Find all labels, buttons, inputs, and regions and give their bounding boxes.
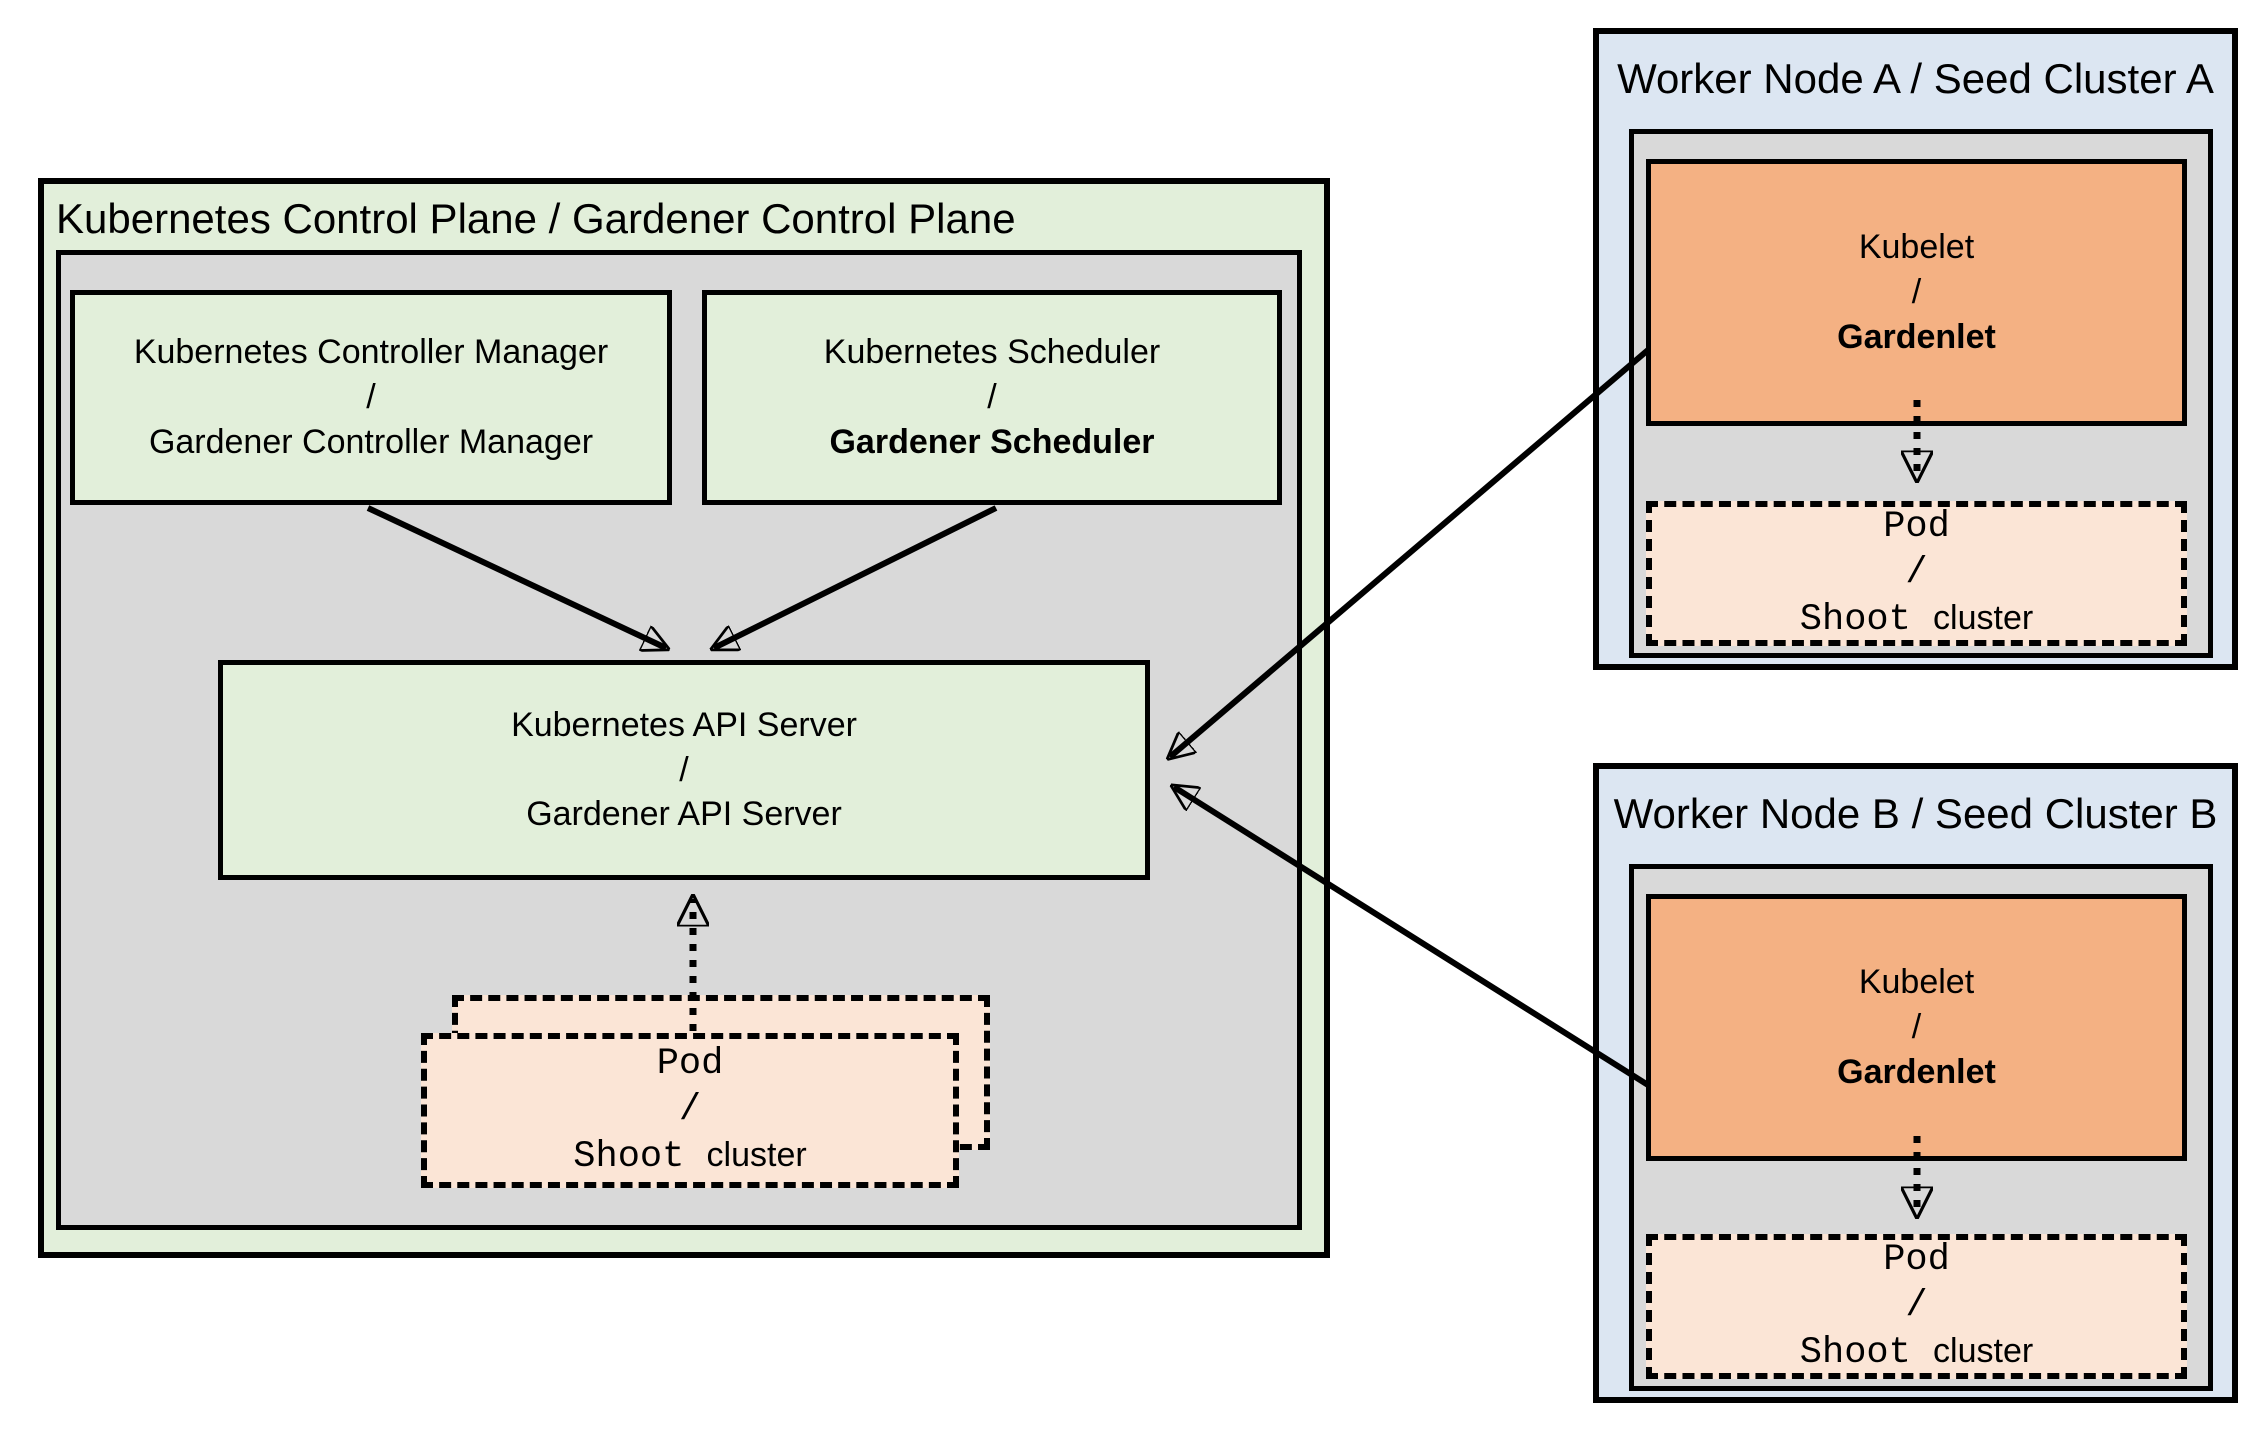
pod-stack-line1: Pod xyxy=(656,1043,724,1086)
scheduler-separator: / xyxy=(987,378,997,417)
kubelet-b-line2: Gardenlet xyxy=(1837,1052,1996,1091)
pod-b-line2-mono: Shoot xyxy=(1799,1331,1911,1374)
controller-manager-box: Kubernetes Controller Manager / Gardener… xyxy=(70,290,672,505)
pod-stack-line2: Shoot cluster xyxy=(573,1134,806,1180)
pod-b-box: Pod / Shoot cluster xyxy=(1646,1234,2187,1379)
pod-b-separator: / xyxy=(1905,1285,1928,1328)
kubelet-b-box: Kubelet / Gardenlet xyxy=(1646,894,2187,1161)
pod-b-line2-sans: cluster xyxy=(1933,1331,2034,1370)
kubelet-b-separator: / xyxy=(1911,1008,1922,1047)
api-server-box: Kubernetes API Server / Gardener API Ser… xyxy=(218,660,1150,880)
api-server-separator: / xyxy=(679,750,689,789)
pod-stack-front-box: Pod / Shoot cluster xyxy=(421,1033,959,1188)
worker-node-b-box: Worker Node B / Seed Cluster B Kubelet /… xyxy=(1593,763,2238,1403)
controller-manager-line2: Gardener Controller Manager xyxy=(148,422,594,461)
controller-manager-line1: Kubernetes Controller Manager xyxy=(133,333,609,372)
controller-manager-separator: / xyxy=(366,378,376,417)
pod-stack-line2-sans: cluster xyxy=(706,1135,807,1174)
kubelet-a-separator: / xyxy=(1911,273,1922,312)
api-server-line2: Gardener API Server xyxy=(526,795,842,834)
pod-stack-line2-mono: Shoot xyxy=(573,1135,685,1178)
control-plane-title: Kubernetes Control Plane / Gardener Cont… xyxy=(56,195,1016,242)
worker-node-a-title: Worker Node A / Seed Cluster A xyxy=(1617,55,2214,102)
pod-a-line2-mono: Shoot xyxy=(1799,598,1911,641)
pod-a-box: Pod / Shoot cluster xyxy=(1646,501,2187,646)
worker-node-b-title: Worker Node B / Seed Cluster B xyxy=(1613,790,2218,837)
api-server-line1: Kubernetes API Server xyxy=(511,705,857,744)
pod-b-line1: Pod xyxy=(1883,1239,1950,1282)
pod-stack-separator: / xyxy=(678,1089,702,1132)
scheduler-line1: Kubernetes Scheduler xyxy=(823,333,1161,372)
pod-a-line2-sans: cluster xyxy=(1933,598,2034,637)
pod-a-line2: Shoot cluster xyxy=(1800,597,2033,643)
kubelet-a-line1: Kubelet xyxy=(1858,228,1975,267)
kubelet-a-line2: Gardenlet xyxy=(1837,317,1996,356)
pod-a-line1: Pod xyxy=(1883,506,1950,549)
scheduler-line2: Gardener Scheduler xyxy=(829,422,1155,461)
kubelet-b-line1: Kubelet xyxy=(1858,963,1975,1002)
kubelet-a-box: Kubelet / Gardenlet xyxy=(1646,159,2187,426)
pod-a-separator: / xyxy=(1905,552,1928,595)
worker-node-a-box: Worker Node A / Seed Cluster A Kubelet /… xyxy=(1593,28,2238,670)
scheduler-box: Kubernetes Scheduler / Gardener Schedule… xyxy=(702,290,1282,505)
pod-b-line2: Shoot cluster xyxy=(1800,1330,2033,1376)
